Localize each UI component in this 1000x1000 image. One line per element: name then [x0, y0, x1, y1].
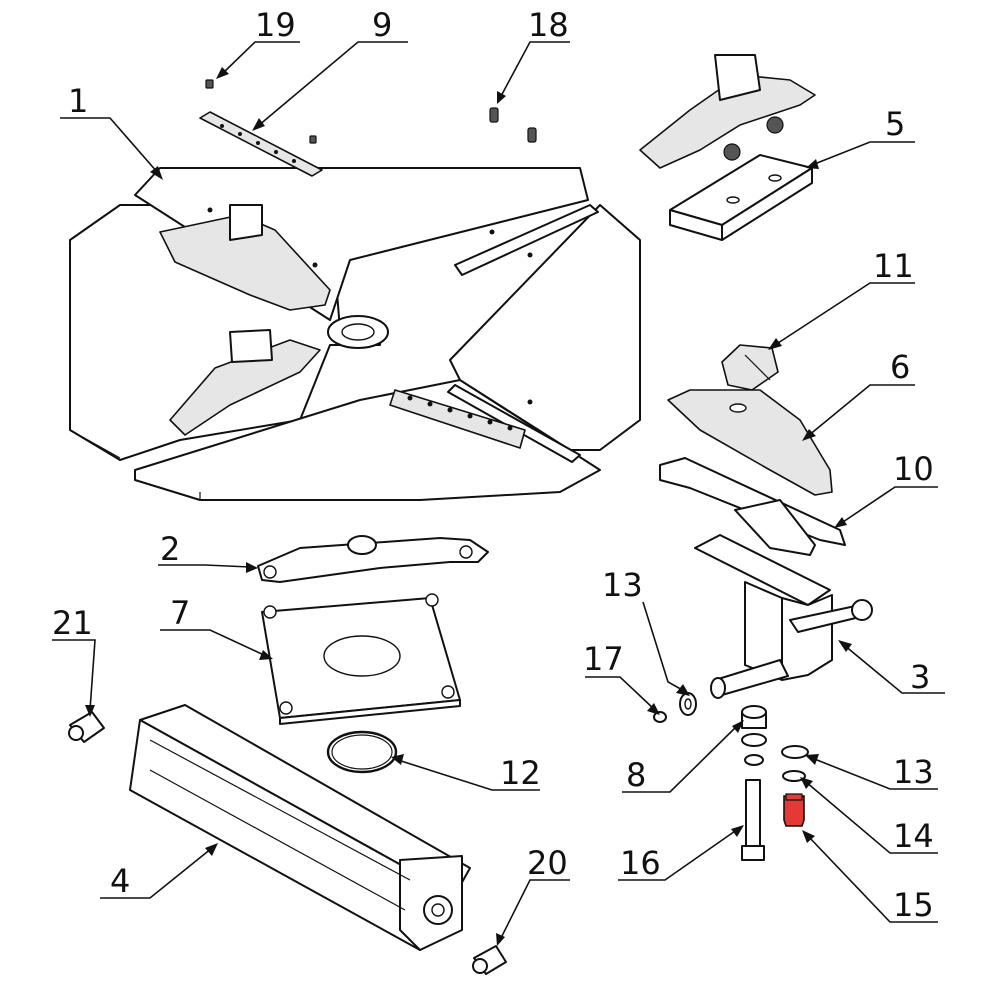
- part-19-screw: [205, 79, 317, 144]
- part-13-washer-right: [781, 745, 809, 759]
- callout-15: 15: [893, 886, 934, 924]
- callout-19: 19: [255, 6, 296, 44]
- callout-9: 9: [372, 6, 392, 44]
- callout-5: 5: [885, 105, 905, 143]
- callout-6: 6: [890, 348, 910, 386]
- callout-13-upper: 13: [602, 566, 643, 604]
- callout-2: 2: [160, 530, 180, 568]
- callout-18: 18: [528, 6, 569, 44]
- callout-13-lower: 13: [893, 753, 934, 791]
- part-1-turntable-plate: [69, 167, 641, 501]
- leader-lines: [52, 41, 945, 946]
- part-12-retaining-ring: [326, 730, 398, 774]
- part-8-bushing: [741, 705, 767, 766]
- part-2-link-arm: [257, 535, 489, 583]
- part-10-slide-plate: [659, 457, 846, 556]
- part-20-fitting: [472, 945, 507, 975]
- part-16-bolt: [741, 779, 765, 861]
- part-13-washer-left: [679, 692, 697, 716]
- callout-16: 16: [620, 844, 661, 882]
- part-7-mounting-plate: [261, 593, 461, 725]
- part-17-washer: [653, 711, 667, 723]
- callout-7: 7: [170, 594, 190, 632]
- callout-4: 4: [110, 862, 130, 900]
- part-6-jaw: [667, 389, 833, 496]
- callout-11: 11: [873, 247, 914, 285]
- callout-numbers: 1 2 3 4 5 6 7 8 9 10 11 12 13 13 14 15 1…: [52, 6, 934, 924]
- callout-12: 12: [500, 754, 541, 792]
- callout-21: 21: [52, 604, 93, 642]
- part-9-scale-strip: [199, 111, 323, 177]
- callout-14: 14: [893, 817, 934, 855]
- callout-1: 1: [68, 82, 88, 120]
- callout-20: 20: [527, 844, 568, 882]
- part-14-lock-washer: [782, 770, 806, 782]
- callout-10: 10: [893, 450, 934, 488]
- part-3-bracket-shaft: [694, 534, 873, 699]
- callout-3: 3: [910, 658, 930, 696]
- callout-17: 17: [583, 640, 624, 678]
- part-21-fitting: [68, 711, 105, 743]
- part-11-clamp: [721, 344, 779, 391]
- part-5-jaw-block: [639, 54, 816, 241]
- callout-8: 8: [626, 756, 646, 794]
- part-15-screw-highlighted: [783, 793, 805, 827]
- part-4-cylinder: [129, 704, 471, 951]
- part-18-set-screw: [489, 107, 537, 143]
